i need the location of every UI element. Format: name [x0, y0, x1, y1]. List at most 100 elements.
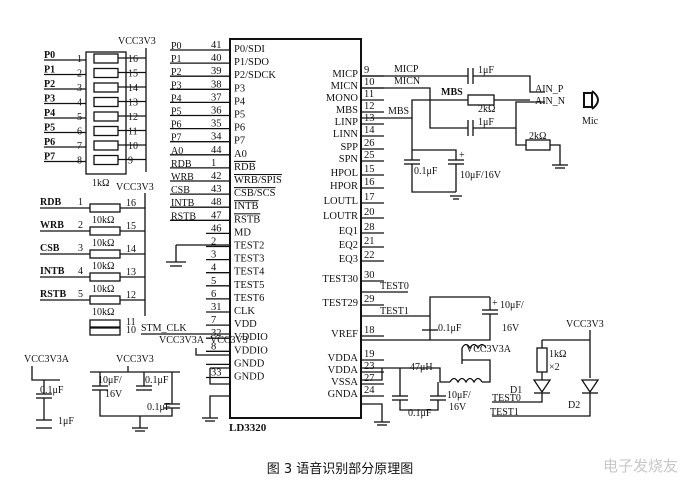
svg-text:11: 11 — [128, 127, 138, 138]
resistor — [93, 82, 119, 93]
svg-text:20: 20 — [364, 207, 375, 218]
svg-text:24: 24 — [364, 385, 375, 396]
svg-text:28: 28 — [364, 222, 375, 233]
port-net-label: P6 — [44, 137, 55, 148]
svg-text:1: 1 — [211, 158, 216, 169]
resistor — [93, 111, 119, 122]
svg-text:10kΩ: 10kΩ — [92, 215, 114, 226]
svg-text:TEST1: TEST1 — [490, 407, 519, 418]
svg-text:LOUTR: LOUTR — [323, 211, 358, 222]
svg-text:+: + — [492, 298, 498, 309]
pullup2-net: INTB — [40, 266, 65, 277]
resistor — [89, 249, 121, 259]
pullup2-net: RSTB — [40, 289, 66, 300]
svg-text:31: 31 — [211, 302, 222, 313]
svg-text:47: 47 — [211, 210, 222, 221]
chip-right-pin: 24 GNDA — [328, 385, 384, 400]
pullup1-value: 1kΩ — [92, 178, 109, 189]
svg-text:5: 5 — [211, 276, 216, 287]
svg-text:+: + — [459, 150, 465, 161]
svg-text:LOUTL: LOUTL — [324, 196, 358, 207]
svg-text:GNDD: GNDD — [234, 358, 265, 369]
chip-left-pin: GNDD — [206, 358, 265, 369]
chip-net-label: WRB — [171, 172, 194, 183]
svg-text:GNDA: GNDA — [328, 389, 359, 400]
svg-text:6: 6 — [211, 289, 216, 300]
svg-text:16V: 16V — [502, 323, 520, 334]
svg-text:16: 16 — [128, 54, 138, 65]
svg-text:P4: P4 — [234, 96, 246, 107]
svg-text:TEST30: TEST30 — [322, 274, 358, 285]
svg-text:TEST29: TEST29 — [322, 298, 358, 309]
svg-text:21: 21 — [364, 236, 375, 247]
svg-text:2: 2 — [78, 220, 83, 231]
svg-text:12: 12 — [126, 290, 136, 301]
svg-text:VCC3V3A: VCC3V3A — [466, 344, 512, 355]
svg-text:Mic: Mic — [582, 116, 599, 127]
svg-text:10kΩ: 10kΩ — [92, 307, 114, 318]
test-leds: VCC3V3 1kΩ ×2 D1 D2 TEST0 TEST1 — [490, 319, 604, 418]
svg-text:10kΩ: 10kΩ — [92, 238, 114, 249]
watermark: 电子发烧友 — [602, 457, 678, 475]
svg-text:2kΩ: 2kΩ — [529, 131, 546, 142]
svg-text:0.1μF: 0.1μF — [147, 402, 171, 413]
svg-text:SPP: SPP — [340, 142, 358, 153]
svg-text:MICP: MICP — [332, 69, 358, 80]
svg-text:14: 14 — [126, 244, 136, 255]
svg-text:P0/SDI: P0/SDI — [234, 44, 265, 55]
svg-text:26: 26 — [364, 138, 375, 149]
port-net-label: P2 — [44, 79, 55, 90]
svg-text:1: 1 — [78, 197, 83, 208]
svg-text:25: 25 — [364, 150, 375, 161]
chip-net-label: A0 — [171, 146, 183, 157]
resistor — [93, 96, 119, 108]
svg-text:MBS: MBS — [336, 105, 358, 116]
chip-net-label: P7 — [171, 133, 182, 144]
svg-text:TEST1: TEST1 — [380, 306, 409, 317]
svg-text:29: 29 — [364, 294, 375, 305]
svg-text:×2: ×2 — [549, 362, 560, 373]
svg-text:27: 27 — [364, 373, 375, 384]
svg-text:AIN_P: AIN_P — [535, 84, 564, 95]
chip-right-pin: 29 TEST29 — [322, 294, 384, 309]
svg-text:42: 42 — [211, 171, 222, 182]
svg-text:VDDA: VDDA — [328, 353, 359, 364]
svg-text:13: 13 — [126, 267, 136, 278]
pullup2-net: RDB — [40, 197, 61, 208]
svg-text:2: 2 — [211, 237, 216, 248]
svg-text:VSSA: VSSA — [331, 377, 358, 388]
svg-text:37: 37 — [211, 92, 222, 103]
svg-text:TEST4: TEST4 — [234, 267, 265, 278]
svg-text:16V: 16V — [105, 389, 123, 400]
svg-text:TEST3: TEST3 — [234, 254, 264, 265]
svg-text:AIN_N: AIN_N — [535, 96, 565, 107]
resistor — [89, 272, 121, 282]
svg-text:43: 43 — [211, 184, 222, 195]
svg-text:16V: 16V — [449, 402, 467, 413]
chip-net-label: RSTB — [171, 211, 196, 222]
svg-text:TEST6: TEST6 — [234, 293, 264, 304]
svg-text:P6: P6 — [234, 123, 245, 134]
svg-text:33: 33 — [211, 368, 222, 379]
svg-text:MBS: MBS — [441, 87, 463, 98]
svg-text:MD: MD — [234, 227, 251, 238]
md-ground — [166, 244, 230, 267]
svg-text:22: 22 — [364, 250, 375, 261]
